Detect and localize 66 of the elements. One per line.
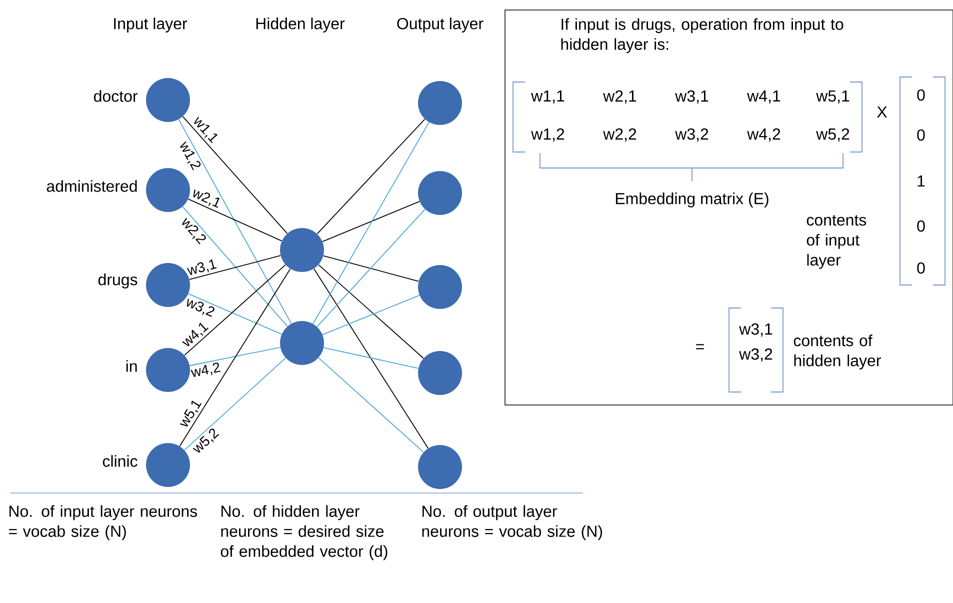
edge-label: w3,1 (186, 259, 217, 275)
word-label: drugs (98, 274, 138, 288)
matrix-entry: w5,1 (816, 90, 850, 104)
footnote-text: No. of input layer neurons = vocab size (N) (8, 505, 197, 540)
connector-line (188, 293, 282, 335)
layer-heading: Hidden layer (256, 18, 345, 32)
vector-entry: w3,2 (739, 348, 772, 362)
matrix-entry: w2,1 (603, 90, 636, 104)
word-label: in (126, 360, 137, 372)
edge-label: w2,1 (193, 189, 220, 208)
matrix-entry: w2,2 (603, 128, 636, 142)
footnote-text: No. of hidden layer neurons = desired size of embedded vector (d) (220, 505, 388, 560)
word-label: doctor (94, 90, 138, 102)
connector-line (189, 346, 281, 366)
connector-line (178, 119, 292, 324)
connector-line (184, 264, 286, 356)
connector-line (318, 264, 424, 359)
matrix-entry: w3,2 (675, 128, 708, 142)
layer-heading: Input layer (114, 18, 188, 32)
edge-label: w4,2 (190, 362, 220, 377)
connector-line (322, 294, 420, 336)
annotation-text: contents of input layer (806, 215, 866, 269)
multiply-sign: X (877, 106, 887, 118)
connector-line (313, 268, 429, 449)
connector-line (182, 206, 288, 327)
connector-line (179, 268, 291, 447)
neuron-circle (418, 445, 462, 489)
connector-line (184, 358, 286, 450)
neuron-circle (418, 351, 462, 395)
connector-line (316, 208, 426, 328)
matrix-entry: w1,1 (531, 90, 564, 104)
vector-entry: 1 (918, 176, 925, 186)
edge-label: w1,2 (180, 141, 201, 170)
neuron-circle (418, 265, 462, 309)
connector-line (323, 255, 420, 282)
matrix-entry: w5,2 (816, 128, 850, 142)
connector-line (182, 116, 288, 234)
word-label: clinic (102, 455, 138, 467)
equals-sign: = (696, 344, 704, 350)
connector-line (188, 198, 282, 242)
footnote-text: No. of output layer neurons = vocab size (N) (422, 505, 602, 540)
connector-line (316, 118, 426, 234)
neuron-circle (280, 228, 324, 272)
connector-line (318, 357, 424, 453)
connector-line (312, 122, 430, 324)
matrix-entry: w4,2 (747, 128, 780, 142)
neuron-circle (418, 171, 462, 215)
vector-entry: 0 (917, 220, 925, 232)
connector-line (189, 255, 281, 280)
vector-entry: 0 (917, 262, 925, 274)
vector-entry: 0 (917, 89, 925, 101)
layer-heading: Output layer (397, 18, 484, 32)
connector-line (322, 201, 420, 242)
matrix-entry: w4,1 (747, 90, 780, 104)
neuron-circle (280, 321, 324, 365)
connector-line (323, 347, 419, 369)
annotation-text: contents of hidden layer (794, 334, 881, 370)
brace-label: Embedding matrix (E) (616, 192, 768, 208)
neuron-circle (418, 81, 462, 125)
vector-entry: 0 (917, 129, 925, 141)
edge-label: w3,2 (186, 298, 214, 317)
panel-heading: If input is drugs, operation from input to hidden layer is: (561, 18, 844, 54)
matrix-entry: w1,2 (531, 128, 564, 142)
vector-entry: w3,1 (739, 323, 772, 337)
word-label: administered (46, 180, 137, 192)
matrix-entry: w3,1 (675, 90, 708, 104)
